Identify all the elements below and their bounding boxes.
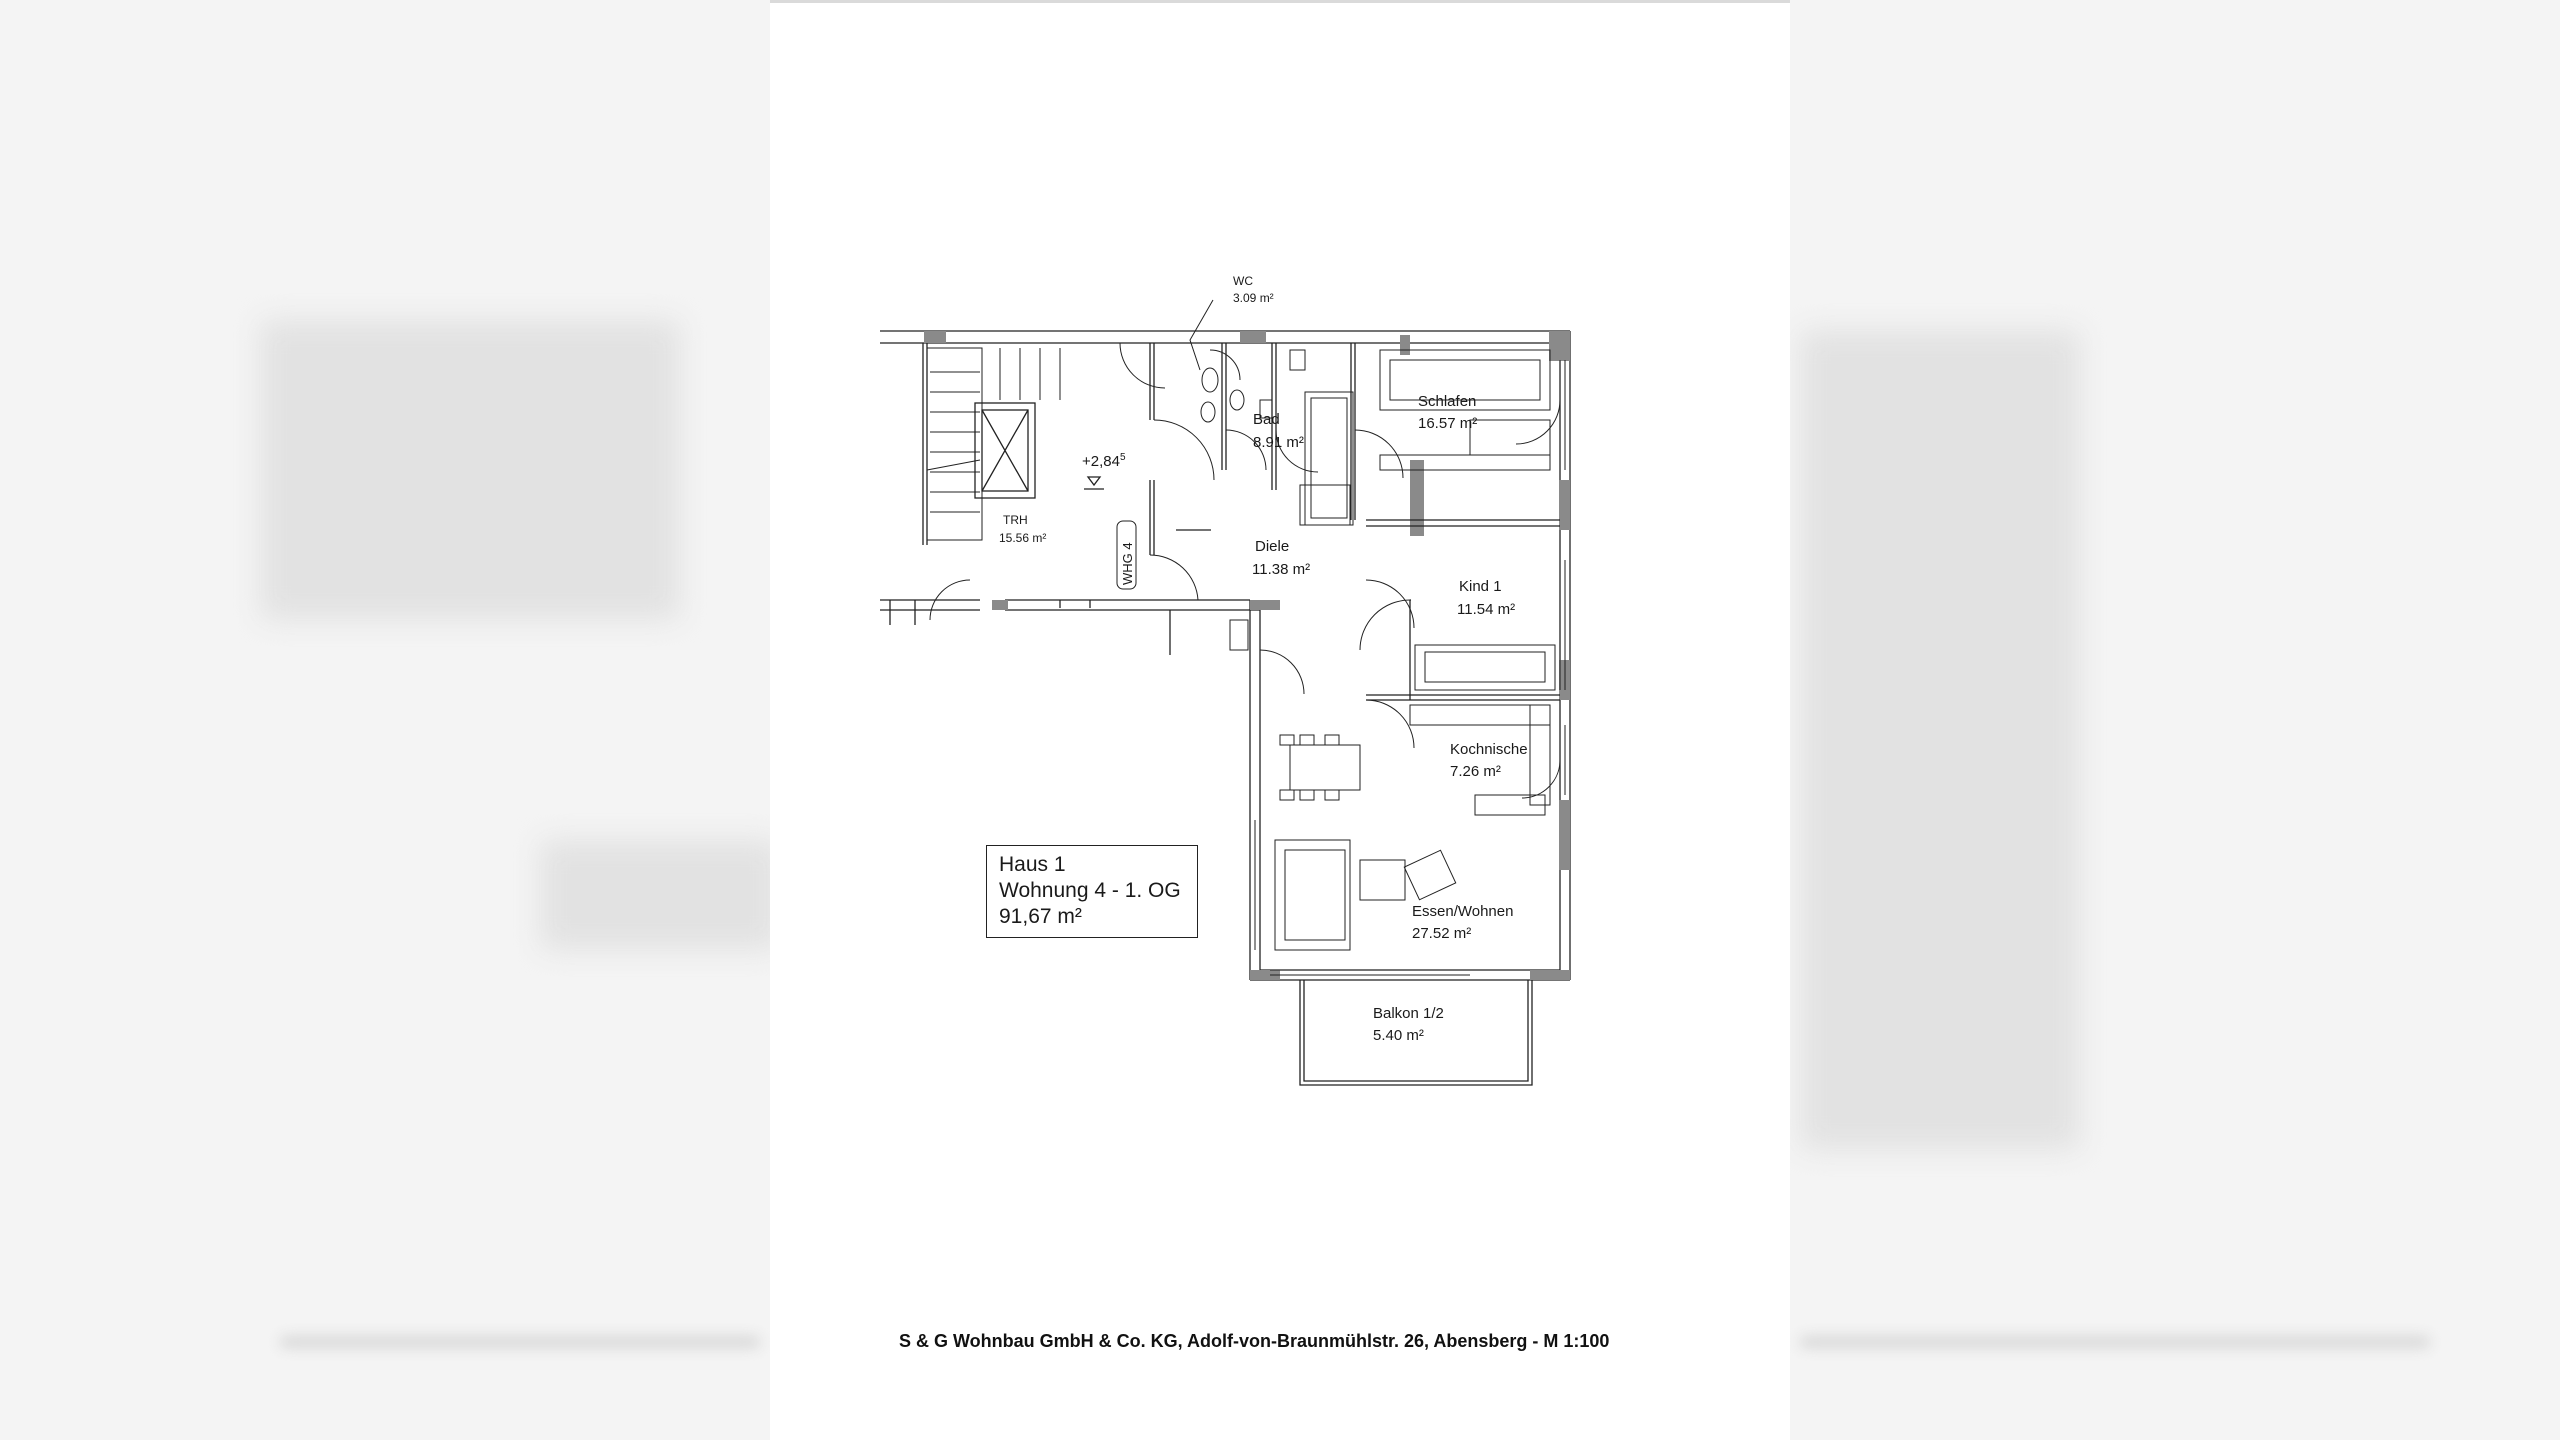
room-area-trh: 15.56 m² xyxy=(999,531,1046,545)
floor-plan-sheet: WC 3.09 m² Bad 8.91 m² Schlafen 16.57 m²… xyxy=(770,0,1790,1440)
info-box-area: 91,67 m² xyxy=(999,905,1082,928)
blurred-plan-fragment xyxy=(540,840,780,950)
room-area-schlafen: 16.57 m² xyxy=(1418,415,1477,432)
adjoining-wall xyxy=(880,599,980,625)
apartment-tag: WHG 4 xyxy=(1120,542,1135,585)
room-label-schlafen: Schlafen xyxy=(1418,393,1476,410)
blurred-plan-fragment xyxy=(260,320,680,620)
room-area-wc: 3.09 m² xyxy=(1233,291,1274,305)
balcony-outline xyxy=(1299,980,1533,1086)
room-label-wc: WC xyxy=(1233,274,1253,288)
level-marker-symbol xyxy=(1084,476,1104,490)
window xyxy=(1249,360,1566,976)
info-box-house: Haus 1 xyxy=(999,853,1066,876)
blurred-caption-fragment xyxy=(280,1337,760,1347)
room-label-essen-wohnen: Essen/Wohnen xyxy=(1412,903,1513,920)
bed xyxy=(1414,644,1556,691)
room-area-kind1: 11.54 m² xyxy=(1457,601,1515,618)
room-label-trh: TRH xyxy=(1003,513,1028,527)
door-swing xyxy=(929,342,1561,799)
room-area-balkon: 5.40 m² xyxy=(1373,1027,1424,1044)
exterior-wall xyxy=(880,330,1571,981)
footer-caption: S & G Wohnbau GmbH & Co. KG, Adolf-von-B… xyxy=(899,1331,1610,1351)
sanitary-fixtures xyxy=(1200,349,1354,526)
wc-leader-line xyxy=(1189,299,1214,371)
room-area-bad: 8.91 m² xyxy=(1253,434,1304,451)
sheet-top-edge xyxy=(770,0,1790,3)
kitchen-counter xyxy=(1409,704,1551,816)
blurred-background-left xyxy=(0,0,770,1440)
room-area-essen-wohnen: 27.52 m² xyxy=(1412,925,1471,942)
dining-table xyxy=(1279,734,1361,801)
room-label-diele: Diele xyxy=(1255,538,1289,555)
elevator xyxy=(974,402,1036,499)
room-area-diele: 11.38 m² xyxy=(1252,561,1310,578)
room-label-balkon: Balkon 1/2 xyxy=(1373,1005,1444,1022)
sofa xyxy=(1274,839,1457,951)
room-area-kochnische: 7.26 m² xyxy=(1450,763,1501,780)
apartment-tag-frame xyxy=(1116,520,1137,590)
apartment-info-box: Haus 1 Wohnung 4 - 1. OG 91,67 m² xyxy=(986,845,1198,938)
blurred-caption-fragment xyxy=(1800,1337,2430,1347)
cabinet xyxy=(1229,419,1551,651)
room-label-kind1: Kind 1 xyxy=(1459,578,1502,595)
bed xyxy=(1379,349,1551,471)
level-marker-label: +2,845 xyxy=(1082,452,1126,470)
staircase xyxy=(926,347,1061,541)
blurred-plan-fragment xyxy=(1800,330,2080,1150)
info-box-apartment: Wohnung 4 - 1. OG xyxy=(999,879,1181,902)
floor-plan-drawing: WC 3.09 m² Bad 8.91 m² Schlafen 16.57 m²… xyxy=(880,274,1571,1086)
room-label-bad: Bad xyxy=(1253,411,1280,428)
room-label-kochnische: Kochnische xyxy=(1450,741,1528,758)
